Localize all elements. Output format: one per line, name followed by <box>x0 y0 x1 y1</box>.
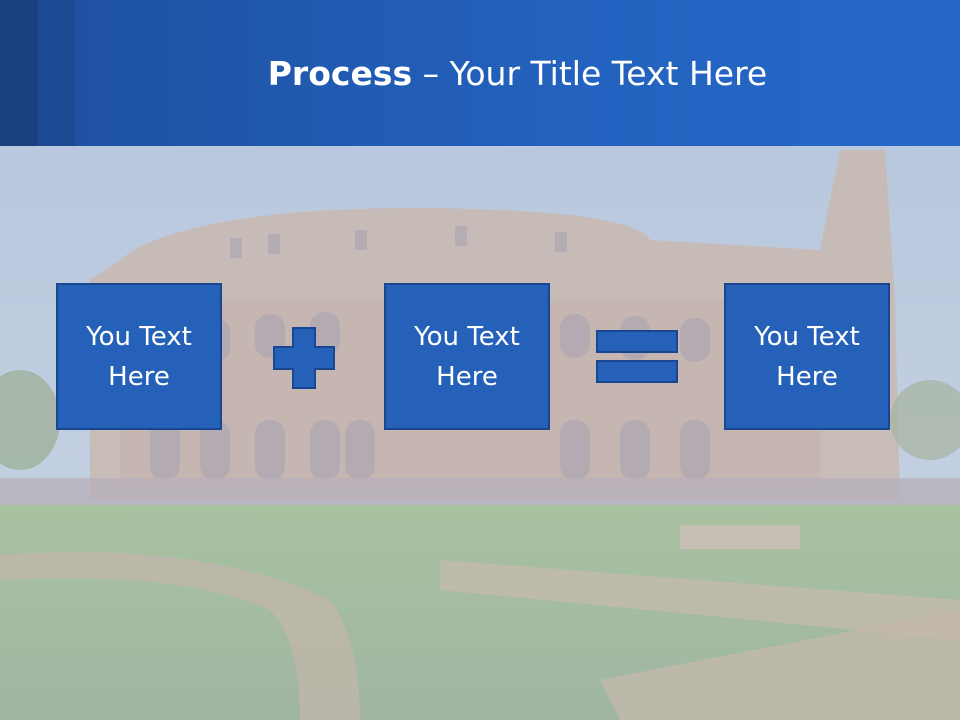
process-box-text: You Text Here <box>414 321 520 392</box>
process-box-3[interactable]: You Text Here <box>724 283 890 430</box>
process-box-text: You Text Here <box>754 321 860 392</box>
title-bold: Process <box>267 54 413 93</box>
process-box-2[interactable]: You Text Here <box>384 283 550 430</box>
process-box-1[interactable]: You Text Here <box>56 283 222 430</box>
header-stripe <box>38 0 75 146</box>
equals-icon <box>596 330 678 383</box>
process-box-text: You Text Here <box>86 321 192 392</box>
header-stripe <box>0 0 38 146</box>
slide-title: Process – Your Title Text Here <box>75 52 960 96</box>
plus-icon <box>273 327 335 389</box>
title-bar: Process – Your Title Text Here <box>0 0 960 146</box>
title-rest: – Your Title Text Here <box>412 54 768 93</box>
